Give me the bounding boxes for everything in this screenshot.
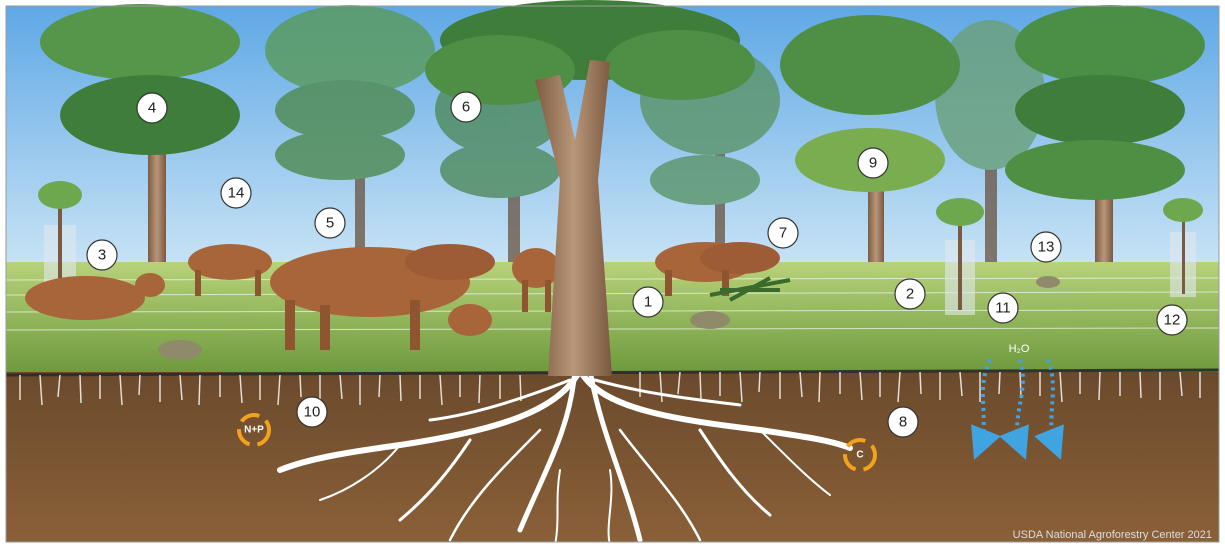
water-label: H₂O <box>1009 343 1030 355</box>
callout-number: 9 <box>869 155 877 172</box>
callout-number: 10 <box>304 404 321 421</box>
callout-6: 6 <box>451 92 481 122</box>
callout-number: 11 <box>995 300 1011 317</box>
callout-number: 14 <box>228 185 245 202</box>
credit-text: USDA National Agroforestry Center 2021 <box>1013 529 1212 541</box>
callout-2: 2 <box>895 279 925 309</box>
callout-13: 13 <box>1031 232 1061 262</box>
cow-facing <box>512 248 560 288</box>
callout-7: 7 <box>768 218 798 248</box>
cow-lying <box>25 276 145 320</box>
callout-number: 3 <box>98 247 106 264</box>
callout-number: 1 <box>644 294 652 311</box>
callout-1: 1 <box>633 287 663 317</box>
callout-number: 12 <box>1164 312 1181 329</box>
callout-4: 4 <box>137 93 167 123</box>
cow-grazing-middle <box>405 244 495 280</box>
callout-number: 6 <box>462 99 470 116</box>
callout-number: 7 <box>779 225 787 242</box>
callout-number: 8 <box>899 414 907 431</box>
callout-number: 2 <box>906 286 914 303</box>
callout-number: 13 <box>1038 239 1055 256</box>
callout-8: 8 <box>888 407 918 437</box>
callout-12: 12 <box>1157 305 1187 335</box>
nutrient-cycle-label: N+P <box>244 425 264 436</box>
callout-10: 10 <box>297 397 327 427</box>
callout-3: 3 <box>87 240 117 270</box>
carbon-cycle-label: C <box>856 450 863 461</box>
callout-5: 5 <box>315 208 345 238</box>
callout-9: 9 <box>858 148 888 178</box>
callout-number: 5 <box>326 215 334 232</box>
callout-11: 11 <box>988 293 1018 323</box>
callout-14: 14 <box>221 178 251 208</box>
callout-number: 4 <box>148 100 156 117</box>
